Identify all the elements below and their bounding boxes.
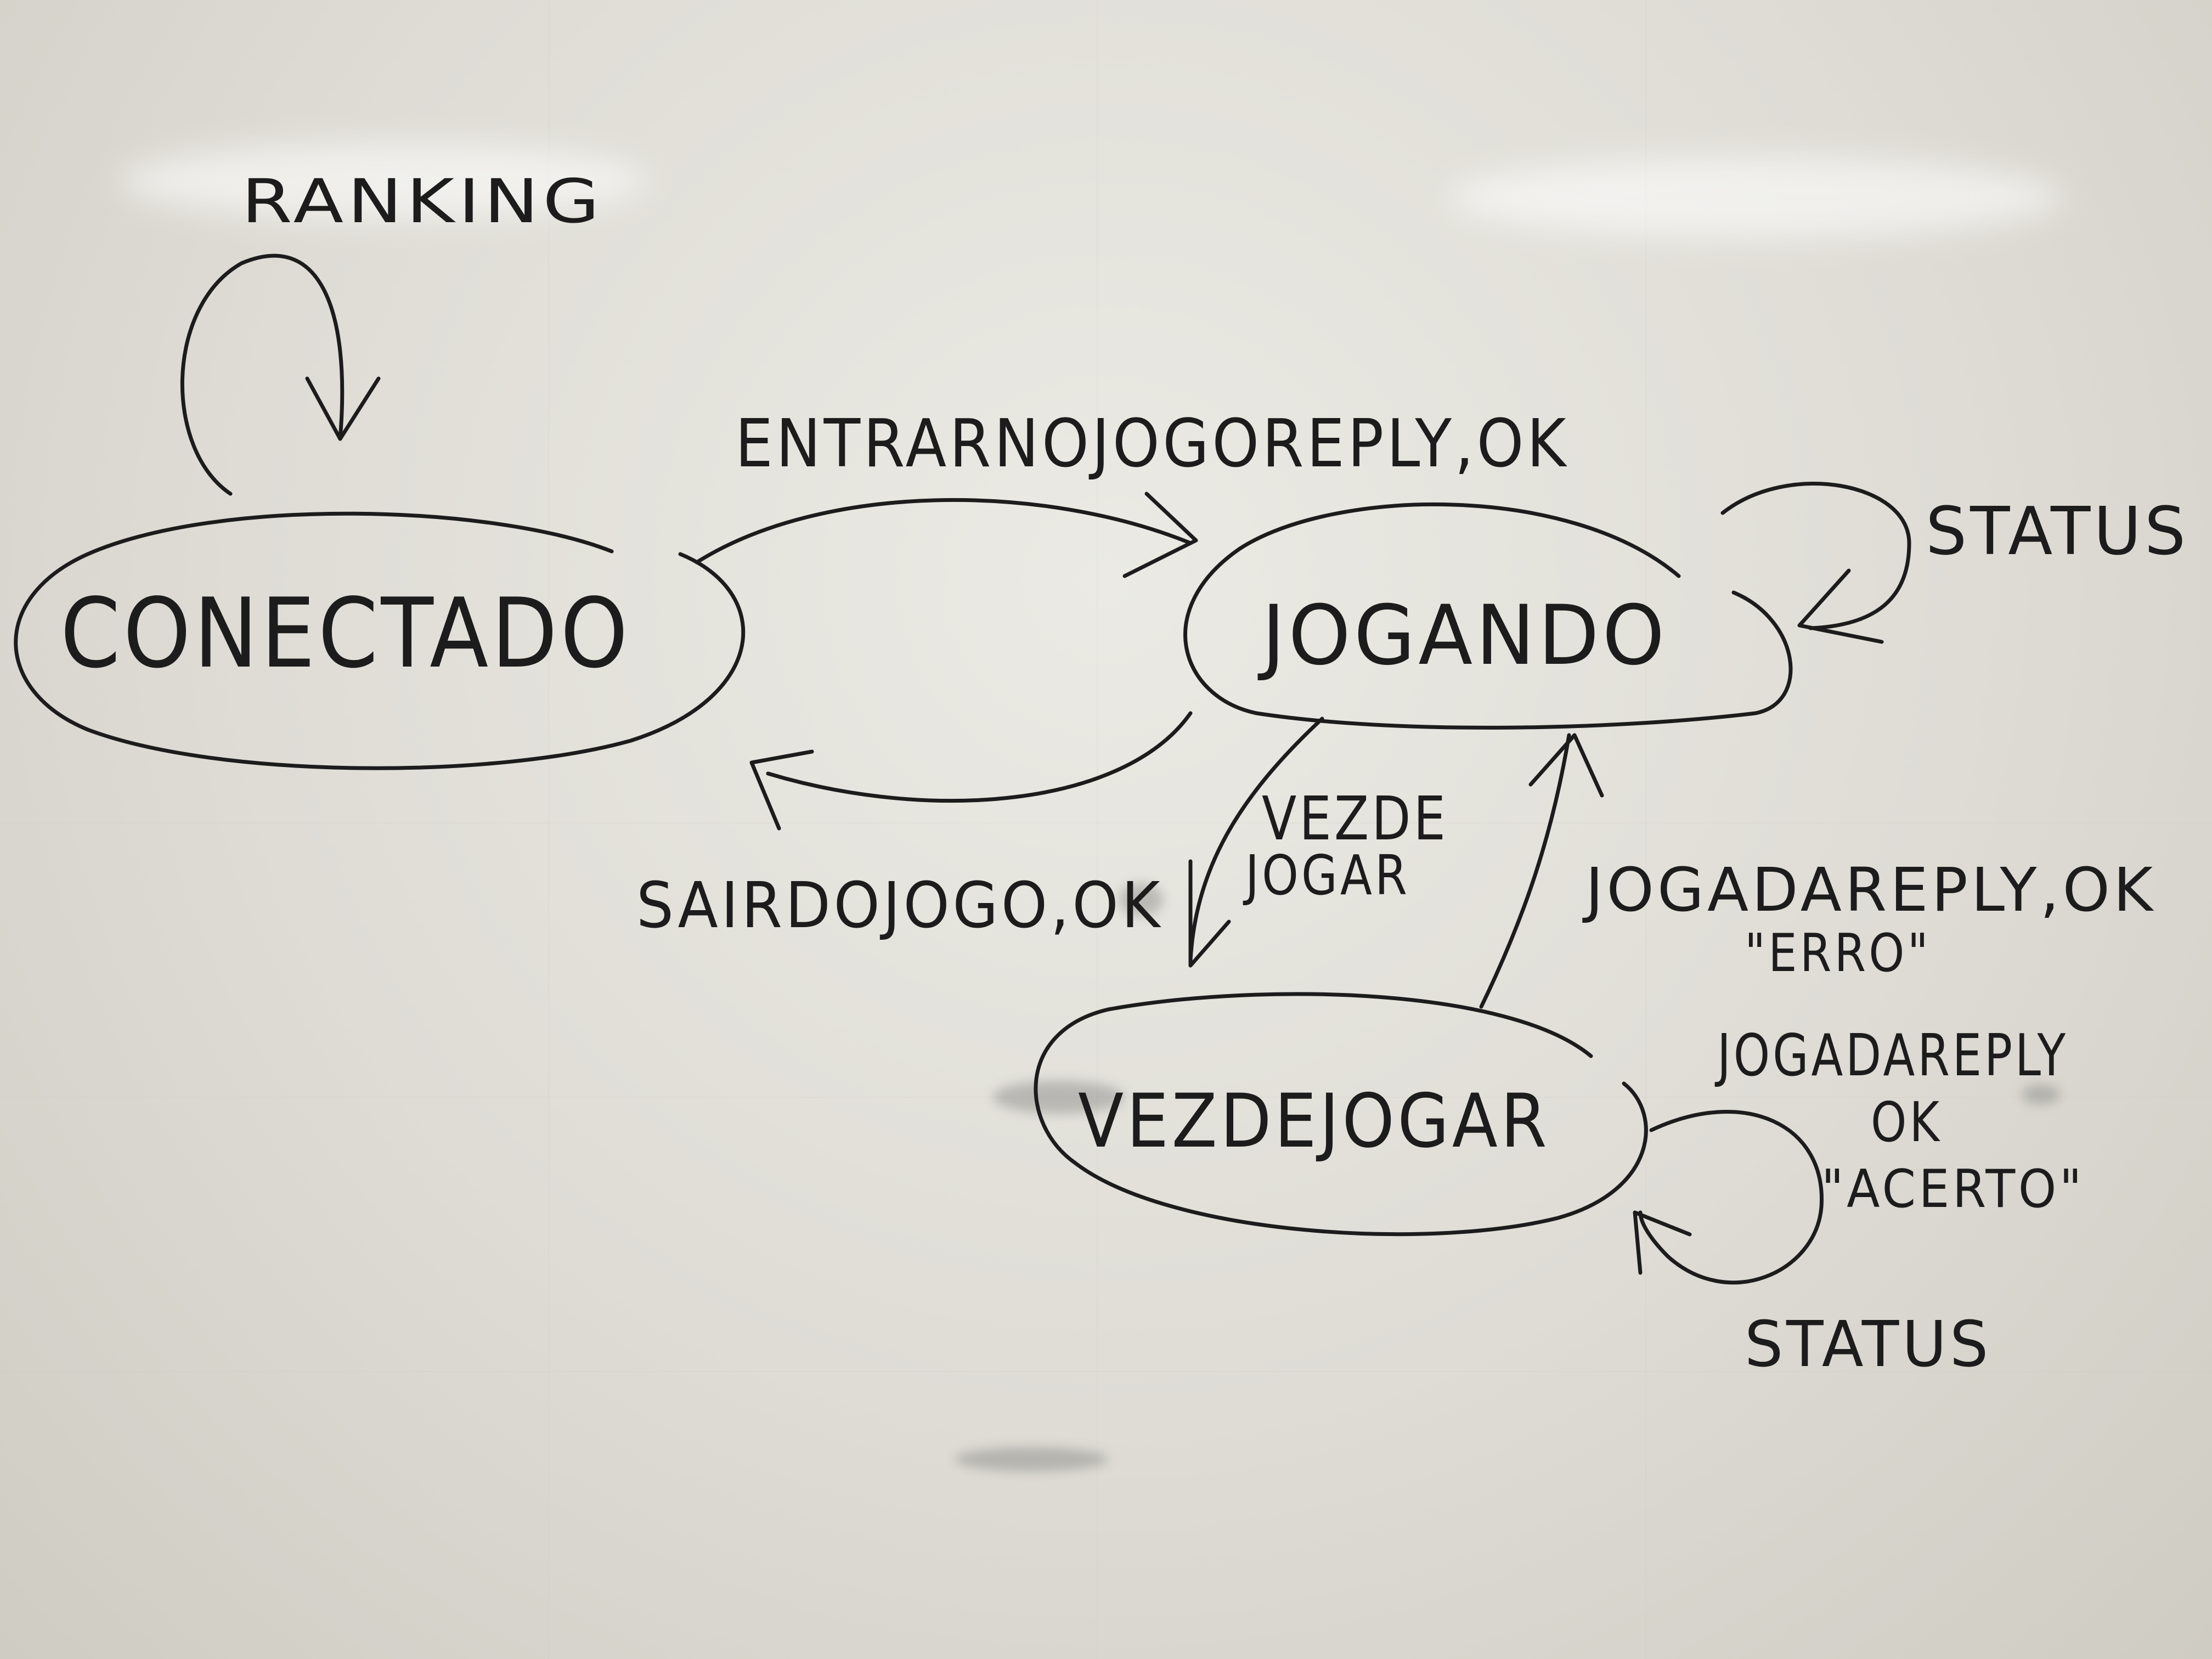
jogada-reply-erro-label: "ERRO" (1745, 923, 1931, 984)
sair-do-jogo-label: SAIRDOJOGO,OK (636, 869, 1163, 943)
sair-do-jogo-arrow (766, 711, 1193, 803)
jogada-reply-self-label-line2: OK (1871, 1090, 1942, 1154)
state-jogando-ellipse (1183, 502, 1793, 730)
glare-left (121, 143, 647, 219)
status-jogando-loop-arrow (1720, 482, 1911, 630)
status-vez-label: STATUS (1745, 1308, 1991, 1381)
sair-do-jogo-arrowhead (749, 749, 814, 831)
jogada-reply-self-label-line3: "ACERTO" (1821, 1159, 2085, 1220)
entrar-no-jogo-arrowhead (1122, 492, 1198, 578)
state-vez-de-jogar-ellipse (1034, 992, 1648, 1237)
vez-de-jogar-label-line1: VEZDE (1262, 783, 1448, 854)
ranking-label: RANKING (241, 166, 603, 236)
jogada-reply-self-label-line1: JOGADAREPLY (1714, 1022, 2068, 1089)
vez-de-jogar-label-line2: JOGAR (1243, 843, 1410, 907)
state-vez-de-jogar-label: VEZDEJOGAR (1078, 1078, 1550, 1164)
smudge (993, 1081, 1125, 1114)
state-conectado-ellipse (14, 511, 746, 770)
jogada-reply-ok-label: JOGADAREPLY,OK (1582, 855, 2156, 925)
vez-de-jogar-loop-arrowhead (1633, 1210, 1692, 1275)
state-conectado-label: CONECTADO (60, 578, 631, 690)
status-jogando-loop-arrowhead (1797, 568, 1884, 644)
ranking-loop-arrow (180, 253, 345, 496)
glare-right (1448, 156, 2063, 239)
smudge (2022, 1085, 2060, 1104)
state-jogando-label: JOGANDO (1257, 588, 1668, 684)
smudge (1119, 883, 1163, 916)
entrar-no-jogo-arrow (695, 498, 1193, 565)
vez-de-jogar-arrow (1188, 716, 1324, 962)
entrar-no-jogo-label: ENTRARNOJOGOREPLY,OK (735, 406, 1569, 482)
smudge (955, 1447, 1108, 1471)
vez-de-jogar-loop-arrow (1638, 1110, 1824, 1285)
vez-de-jogar-arrowhead (1188, 859, 1231, 968)
status-jogando-label: STATUS (1926, 494, 2189, 570)
ranking-loop-arrowhead (305, 376, 381, 441)
jogada-reply-arrow (1479, 733, 1571, 1009)
jogada-reply-arrowhead (1528, 733, 1604, 798)
